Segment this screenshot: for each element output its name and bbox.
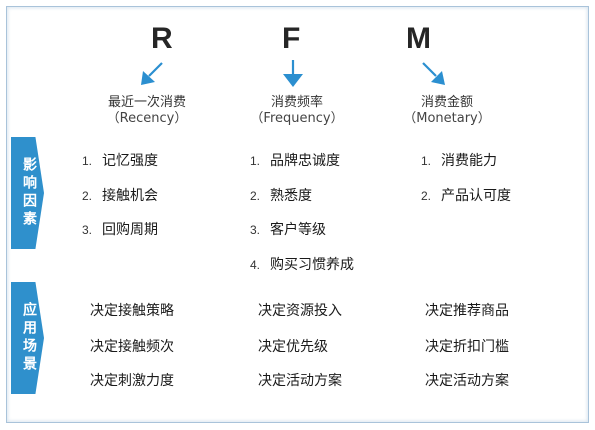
letter-f: F [282, 22, 301, 55]
factor-item: 1.记忆强度 [82, 153, 158, 169]
factor-item: 4.购买习惯养成 [250, 257, 354, 273]
factor-item: 2.熟悉度 [250, 188, 312, 204]
scenario-item: 决定活动方案 [258, 373, 342, 389]
column-title-recency: 最近一次消费 （Recency） [106, 95, 188, 127]
scenario-item: 决定接触频次 [90, 339, 174, 355]
arrow-down-left-icon [141, 62, 163, 85]
column-title-monetary: 消费金额 （Monetary） [403, 95, 491, 127]
scenario-item: 决定资源投入 [258, 303, 342, 319]
factor-item: 2.产品认可度 [421, 188, 511, 204]
scenario-item: 决定活动方案 [425, 373, 509, 389]
factor-item: 3.客户等级 [250, 222, 326, 238]
scenario-item: 决定推荐商品 [425, 303, 509, 319]
scenario-item: 决定优先级 [258, 339, 328, 355]
letter-m: M [406, 22, 431, 55]
arrow-down-right-icon [422, 62, 445, 85]
arrow-down-icon [283, 60, 303, 87]
factor-item: 1.消费能力 [421, 153, 497, 169]
factor-item: 1.品牌忠诚度 [250, 153, 340, 169]
factor-item: 3.回购周期 [82, 222, 158, 238]
diagram-frame [6, 6, 589, 423]
scenario-item: 决定刺激力度 [90, 373, 174, 389]
letter-r: R [151, 22, 173, 55]
column-title-frequency: 消费频率 （Frequency） [250, 95, 344, 127]
scenario-item: 决定折扣门槛 [425, 339, 509, 355]
factor-item: 2.接触机会 [82, 188, 158, 204]
scenario-item: 决定接触策略 [90, 303, 174, 319]
